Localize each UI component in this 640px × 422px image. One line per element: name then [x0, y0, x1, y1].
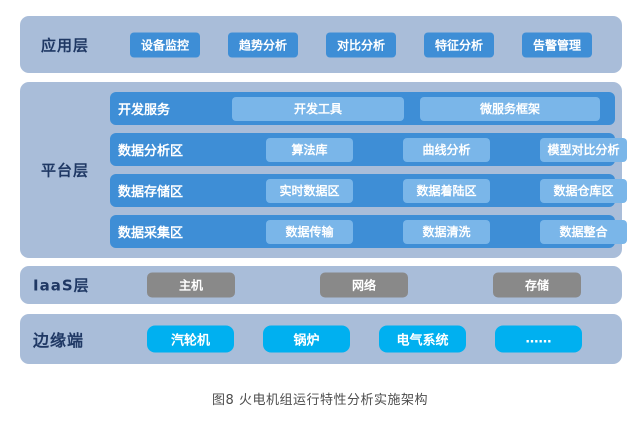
chip-compare-analysis: 对比分析 [326, 32, 396, 57]
chip-storage: 存储 [493, 272, 581, 298]
chip-realtime-data-zone: 实时数据区 [266, 178, 353, 203]
layer-application-label: 应用层 [41, 36, 90, 54]
row-data-collection-label: 数据采集区 [118, 226, 184, 241]
chip-data-transfer: 数据传输 [266, 219, 353, 244]
chip-data-cleaning: 数据清洗 [403, 219, 490, 244]
platform-row-data-collection: 数据采集区 数据传输 数据清洗 数据整合 [110, 215, 627, 248]
chip-algorithm-library: 算法库 [266, 137, 353, 162]
platform-row-dev-services: 开发服务 开发工具 微服务框架 [110, 92, 615, 125]
figure-caption: 图8 火电机组运行特性分析实施架构 [212, 393, 428, 408]
layer-platform: 平台层 开发服务 开发工具 微服务框架 数据分析区 算法库 曲线分析 模型对比分… [20, 82, 627, 258]
chip-microservice-framework: 微服务框架 [420, 96, 600, 121]
chip-data-warehouse-zone: 数据仓库区 [540, 178, 627, 203]
row-dev-services-label: 开发服务 [118, 103, 171, 118]
row-data-analysis-label: 数据分析区 [118, 144, 184, 159]
chip-steam-turbine: 汽轮机 [147, 325, 234, 353]
layer-edge-label: 边缘端 [33, 331, 85, 350]
platform-row-data-storage: 数据存储区 实时数据区 数据着陆区 数据仓库区 [110, 174, 627, 207]
chip-alarm-management: 告警管理 [522, 32, 592, 57]
chip-ellipsis: …… [495, 325, 582, 353]
edge-chip-row: 汽轮机 锅炉 电气系统 …… [147, 325, 582, 353]
iaas-chip-row: 主机 网络 存储 [147, 272, 581, 298]
chip-data-integration: 数据整合 [540, 219, 627, 244]
application-chip-row: 设备监控 趋势分析 对比分析 特征分析 告警管理 [130, 32, 592, 57]
layer-iaas-label: IaaS层 [33, 276, 90, 295]
chip-model-comparison: 模型对比分析 [540, 137, 627, 162]
chip-boiler: 锅炉 [263, 325, 350, 353]
layer-iaas: IaaS层 主机 网络 存储 [20, 266, 622, 304]
layer-edge: 边缘端 汽轮机 锅炉 电气系统 …… [20, 314, 622, 364]
chip-curve-analysis: 曲线分析 [403, 137, 490, 162]
chip-trend-analysis: 趋势分析 [228, 32, 298, 57]
chip-device-monitor: 设备监控 [130, 32, 200, 57]
chip-feature-analysis: 特征分析 [424, 32, 494, 57]
chip-network: 网络 [320, 272, 408, 298]
row-data-storage-label: 数据存储区 [118, 185, 184, 200]
chip-electrical-system: 电气系统 [379, 325, 466, 353]
chip-data-landing-zone: 数据着陆区 [403, 178, 490, 203]
platform-row-data-analysis: 数据分析区 算法库 曲线分析 模型对比分析 [110, 133, 627, 166]
chip-host: 主机 [147, 272, 235, 298]
platform-rows: 开发服务 开发工具 微服务框架 数据分析区 算法库 曲线分析 模型对比分析 数据… [110, 92, 627, 248]
layer-platform-label: 平台层 [41, 161, 90, 180]
chip-dev-tools: 开发工具 [232, 96, 404, 121]
layer-application: 应用层 设备监控 趋势分析 对比分析 特征分析 告警管理 [20, 16, 622, 73]
